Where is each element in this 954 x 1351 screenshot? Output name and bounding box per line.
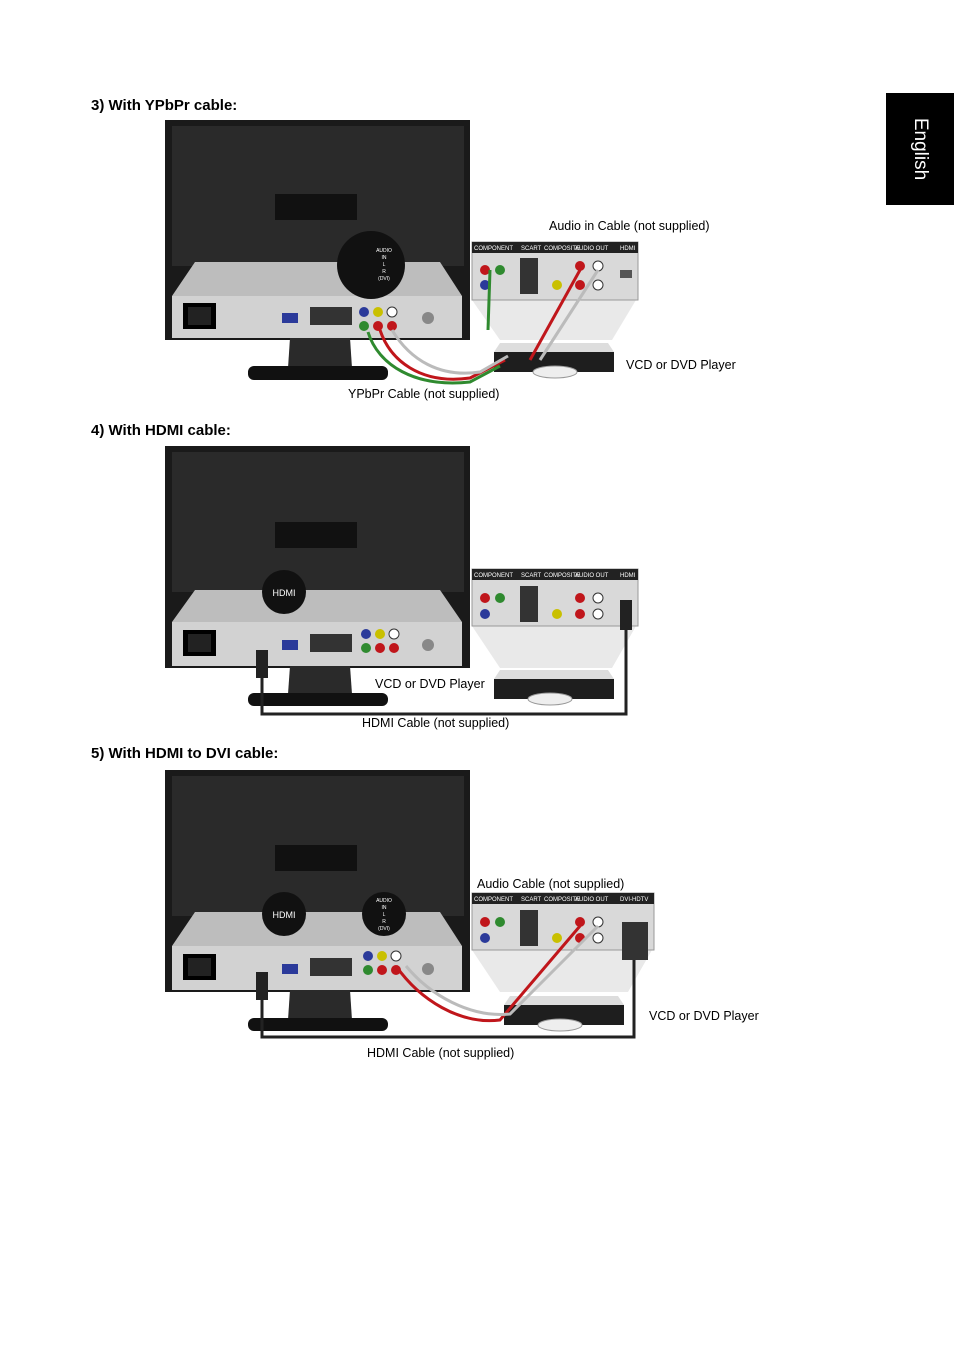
svg-text:COMPONENT: COMPONENT — [474, 573, 513, 579]
dvd-player-illustration — [494, 670, 614, 706]
section-3-heading: 3) With YPbPr cable: — [91, 97, 238, 114]
ypbpr-cable-caption: YPbPr Cable (not supplied) — [348, 387, 500, 401]
svg-text:COMPOSITE: COMPOSITE — [544, 573, 580, 579]
hdmi-cable-caption: HDMI Cable (not supplied) — [367, 1046, 515, 1060]
monitor-rear-illustration — [165, 446, 470, 706]
monitor-rear-illustration — [165, 120, 470, 380]
player-caption: VCD or DVD Player — [375, 677, 485, 691]
svg-text:L: L — [383, 262, 386, 268]
hdmi-connection-diagram: HDMI COMPONENT SCART COMPOSITE AUDIO OUT… — [165, 446, 639, 730]
player-caption: VCD or DVD Player — [626, 358, 736, 372]
svg-text:HDMI: HDMI — [620, 573, 636, 579]
svg-text:AUDIO: AUDIO — [376, 898, 392, 904]
svg-text:SCART: SCART — [521, 246, 542, 252]
language-tab: English — [886, 93, 954, 205]
section-4-heading: 4) With HDMI cable: — [91, 422, 231, 439]
svg-text:IN: IN — [382, 255, 387, 261]
hdmi-dvi-connection-diagram: HDMI AUDIO IN L R (DVI) COMPONENT SCART — [165, 770, 759, 1060]
svg-text:R: R — [382, 919, 386, 925]
svg-text:HDMI: HDMI — [620, 246, 636, 252]
svg-text:SCART: SCART — [521, 897, 542, 903]
svg-text:L: L — [383, 912, 386, 918]
svg-text:COMPOSITE: COMPOSITE — [544, 246, 580, 252]
source-panel-illustration — [471, 241, 639, 340]
svg-text:HDMI: HDMI — [273, 910, 296, 920]
svg-text:SCART: SCART — [521, 573, 542, 579]
svg-text:COMPONENT: COMPONENT — [474, 246, 513, 252]
ypbpr-connection-diagram: AUDIO IN L R (DVI) COMPONENT SCART COMPO… — [0, 0, 954, 420]
svg-text:COMPONENT: COMPONENT — [474, 897, 513, 903]
audio-cable-caption: Audio Cable (not supplied) — [477, 877, 625, 891]
player-caption: VCD or DVD Player — [649, 1009, 759, 1023]
svg-text:AUDIO OUT: AUDIO OUT — [575, 897, 609, 903]
section-5-heading: 5) With HDMI to DVI cable: — [91, 745, 279, 762]
svg-text:R: R — [382, 269, 386, 275]
svg-text:(DVI): (DVI) — [378, 926, 390, 932]
svg-text:AUDIO OUT: AUDIO OUT — [575, 573, 609, 579]
svg-text:IN: IN — [382, 905, 387, 911]
svg-text:(DVI): (DVI) — [378, 276, 390, 282]
svg-text:AUDIO OUT: AUDIO OUT — [575, 246, 609, 252]
badge-text: AUDIO — [376, 248, 392, 254]
hdmi-badge-text: HDMI — [273, 588, 296, 598]
source-panel-illustration — [471, 568, 639, 668]
dvd-player-illustration — [504, 996, 624, 1032]
hdmi-cable-caption: HDMI Cable (not supplied) — [362, 716, 510, 730]
svg-text:DVI-HDTV: DVI-HDTV — [620, 897, 648, 903]
monitor-rear-illustration — [165, 770, 470, 1031]
audio-cable-caption: Audio in Cable (not supplied) — [549, 219, 710, 233]
source-panel-illustration — [471, 892, 655, 992]
svg-text:COMPOSITE: COMPOSITE — [544, 897, 580, 903]
dvd-player-illustration — [494, 343, 614, 379]
